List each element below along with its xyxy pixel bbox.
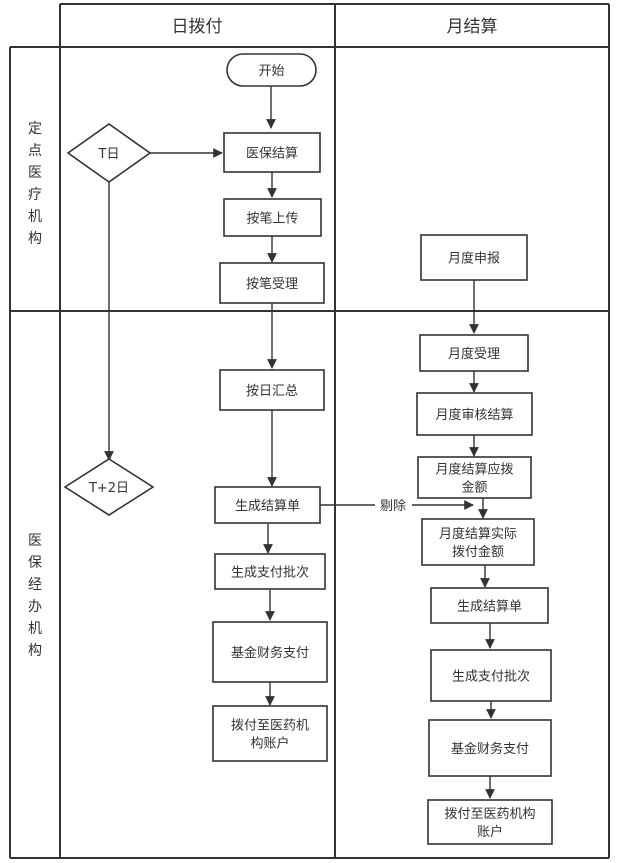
- swimlane-frame: [9, 3, 610, 859]
- node-label: 基金财务支付: [451, 741, 529, 757]
- node-label: 生成支付批次: [452, 669, 530, 685]
- node-label: 月度结算实际: [439, 526, 517, 542]
- lane-label-char: 机: [28, 209, 42, 225]
- node-label: 月度受理: [448, 346, 500, 362]
- node-m-report: 月度申报: [420, 234, 528, 281]
- node-label: 月度申报: [448, 251, 500, 267]
- process-shape: [428, 719, 552, 777]
- node-label: 构账户: [250, 736, 289, 752]
- node-d-upload: 按笔上传: [223, 198, 322, 237]
- process-shape: [430, 587, 549, 624]
- node-label: 生成支付批次: [231, 565, 309, 581]
- lane-label-char: 点: [28, 143, 42, 159]
- lane-label-char: 定: [28, 121, 42, 137]
- node-d-summary: 按日汇总: [219, 369, 325, 411]
- lane-label-char: 医: [28, 165, 42, 181]
- node-label: 生成结算单: [457, 600, 522, 615]
- node-label: 拨付至医药机: [231, 719, 309, 734]
- node-d-bill: 生成结算单: [214, 486, 321, 524]
- process-shape: [223, 198, 322, 237]
- process-shape: [420, 234, 528, 281]
- node-label: 开始: [258, 64, 284, 79]
- node-d-batch: 生成支付批次: [214, 553, 326, 590]
- node-start: 开始: [226, 53, 317, 87]
- lane-label-char: 医: [28, 533, 42, 549]
- process-shape: [214, 486, 321, 524]
- node-label: 按日汇总: [246, 384, 298, 399]
- edges: [104, 86, 496, 799]
- process-shape: [223, 132, 321, 173]
- node-m-pay: 基金财务支付: [428, 719, 552, 777]
- process-shape: [430, 649, 552, 702]
- node-m-batch: 生成支付批次: [430, 649, 552, 702]
- node-label: 拨付金额: [452, 544, 504, 560]
- process-shape: [214, 553, 326, 590]
- column-header-monthly: 月结算: [447, 17, 498, 37]
- node-m-audit: 月度审核结算: [416, 392, 533, 436]
- node-label: 生成结算单: [235, 499, 300, 514]
- node-t-day: T日: [66, 123, 152, 183]
- node-m-accept: 月度受理: [419, 334, 529, 372]
- node-label: T+2日: [88, 481, 129, 496]
- lane-label-char: 办: [28, 599, 42, 615]
- process-shape: [419, 334, 529, 372]
- process-shape: [212, 705, 328, 762]
- node-d-accept: 按笔受理: [219, 262, 325, 304]
- node-label: T日: [98, 147, 120, 162]
- node-d-pay: 基金财务支付: [212, 621, 328, 683]
- node-label: 按笔受理: [246, 276, 298, 292]
- lane-label-char: 机: [28, 621, 42, 637]
- node-label: 月度审核结算: [435, 407, 513, 423]
- lane-label-char: 经: [28, 577, 42, 593]
- node-label: 账户: [477, 824, 503, 840]
- node-label: 拨付至医药机构: [444, 807, 535, 822]
- lane-label-char: 疗: [28, 187, 42, 203]
- process-shape: [219, 369, 325, 411]
- edge-label-deduct: 剔除: [380, 499, 406, 514]
- process-shape: [212, 621, 328, 683]
- node-d-settle: 医保结算: [223, 132, 321, 173]
- node-label: 月度结算应拨: [435, 462, 513, 478]
- lane-label-char: 保: [28, 555, 42, 571]
- node-m-bill: 生成结算单: [430, 587, 549, 624]
- process-shape: [427, 799, 553, 845]
- node-label: 金额: [461, 480, 487, 496]
- node-label: 医保结算: [246, 147, 298, 162]
- terminal-shape: [226, 53, 317, 87]
- process-shape: [416, 392, 533, 436]
- lane-label-char: 构: [28, 231, 42, 247]
- column-header-daily: 日拨付: [172, 17, 223, 37]
- process-shape: [421, 518, 535, 566]
- process-shape: [417, 456, 532, 499]
- node-t2-day: T+2日: [63, 458, 155, 516]
- decision-shape: [63, 458, 155, 516]
- decision-shape: [66, 123, 152, 183]
- node-label: 基金财务支付: [231, 645, 309, 661]
- process-shape: [219, 262, 325, 304]
- lane-label-char: 构: [28, 643, 42, 659]
- node-label: 按笔上传: [246, 211, 298, 227]
